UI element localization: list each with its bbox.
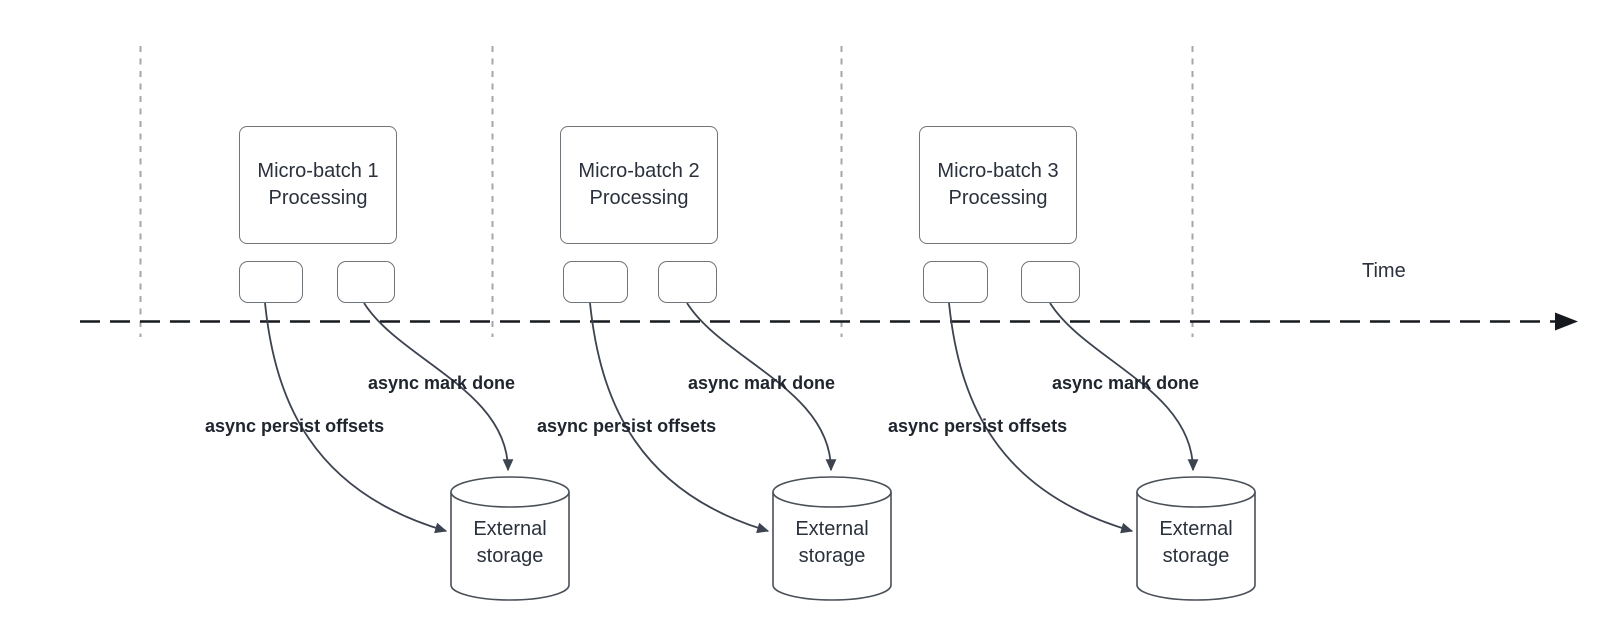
time-axis-label: Time <box>1362 260 1406 282</box>
external-storage-label-1: External storage <box>473 518 547 567</box>
external-storage-label-2: External storage <box>795 518 869 567</box>
mark-done-arrow-2 <box>686 302 837 472</box>
micro-batch-1-title: Micro-batch 1 <box>257 160 379 182</box>
external-storage-cylinder-1 <box>450 476 570 601</box>
offset-task-box-2 <box>563 261 628 303</box>
micro-batch-1-processing-box: Micro-batch 1 Processing <box>239 126 397 244</box>
mark-done-label-2: async mark done <box>688 373 836 393</box>
external-storage-cylinder-2 <box>772 476 892 601</box>
offset-task-box-3 <box>923 261 988 303</box>
micro-batch-2-subtitle: Processing <box>589 187 689 209</box>
mark-done-task-box-2 <box>658 261 717 303</box>
mark-done-task-box-3 <box>1021 261 1080 303</box>
external-storage-cylinder-3 <box>1136 476 1256 601</box>
time-axis-arrowhead-icon <box>1555 312 1578 331</box>
micro-batch-1-subtitle: Processing <box>268 187 368 209</box>
mark-done-arrow-3 <box>1049 302 1199 472</box>
persist-offsets-arrow-2 <box>589 302 770 534</box>
offset-task-box-1 <box>239 261 303 303</box>
mark-done-arrow-1 <box>363 302 514 472</box>
micro-batch-3-title: Micro-batch 3 <box>937 160 1059 182</box>
external-storage-label-3: External storage <box>1159 518 1233 567</box>
micro-batch-3-processing-box: Micro-batch 3 Processing <box>919 126 1077 244</box>
micro-batch-2-processing-box: Micro-batch 2 Processing <box>560 126 718 244</box>
persist-offsets-label-3: async persist offsets <box>888 416 1068 436</box>
persist-offsets-arrow-3 <box>948 302 1134 534</box>
micro-batch-2-title: Micro-batch 2 <box>578 160 700 182</box>
mark-done-label-1: async mark done <box>368 373 516 393</box>
persist-offsets-label-2: async persist offsets <box>537 416 717 436</box>
mark-done-label-3: async mark done <box>1052 373 1200 393</box>
persist-offsets-arrow-1 <box>264 302 448 534</box>
persist-offsets-label-1: async persist offsets <box>205 416 385 436</box>
mark-done-task-box-1 <box>337 261 395 303</box>
micro-batch-3-subtitle: Processing <box>948 187 1048 209</box>
